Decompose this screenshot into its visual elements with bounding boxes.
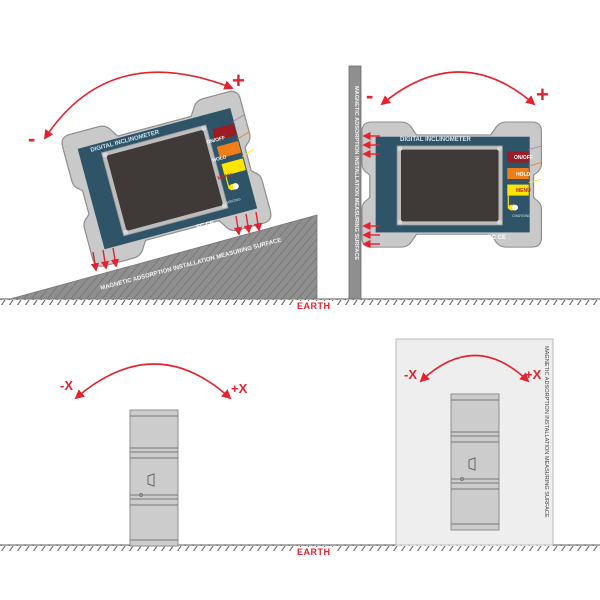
plus-x-label-bottom-right: +X	[525, 367, 542, 382]
rotation-arrow-bottom-right	[419, 354, 530, 383]
menu-button-label-top-right: MENU	[516, 188, 531, 194]
vertical-wall	[348, 65, 362, 300]
minus-sign-top-right: -	[366, 83, 374, 108]
device-label-top-right: DIGITAL INCLINOMETER	[400, 137, 471, 143]
plus-sign-top-right: +	[536, 82, 549, 107]
rotation-arrow-top-right	[380, 71, 536, 106]
inclined-surface	[9, 214, 318, 300]
minus-x-label-bottom-right: -X	[404, 367, 417, 382]
plus-x-label-bottom-left: +X	[231, 381, 248, 396]
plus-sign-top-left: +	[232, 68, 245, 93]
vertical-adsorption-arrows	[362, 131, 380, 249]
earth-label-top: EARTH	[295, 301, 333, 311]
wall-panel-label: MAGNETIC ADSORPTION INSTALLATION MEASURI…	[543, 346, 549, 518]
side-device-wall	[450, 393, 500, 531]
minus-x-label-bottom-left: -X	[60, 378, 73, 393]
cert-marks-top-right: FC CE	[488, 235, 506, 241]
onoff-button-label-top-right: ON/OFF	[514, 155, 533, 161]
earth-label-bottom: EARTH	[295, 547, 333, 557]
vertical-wall-label: MAGNETIC ADSORPTION INSTALLATION MEASURI…	[353, 86, 359, 261]
inclined-adsorption-arrows	[90, 211, 263, 272]
hold-button-label-top-right: HOLD	[516, 172, 531, 178]
rotation-arrow-bottom-left	[74, 363, 232, 400]
side-device-ground	[129, 409, 179, 547]
charging-label-top-right: CHARGING	[512, 214, 531, 218]
minus-sign-top-left: -	[28, 126, 36, 151]
rotation-arrow-top-left	[43, 71, 234, 140]
